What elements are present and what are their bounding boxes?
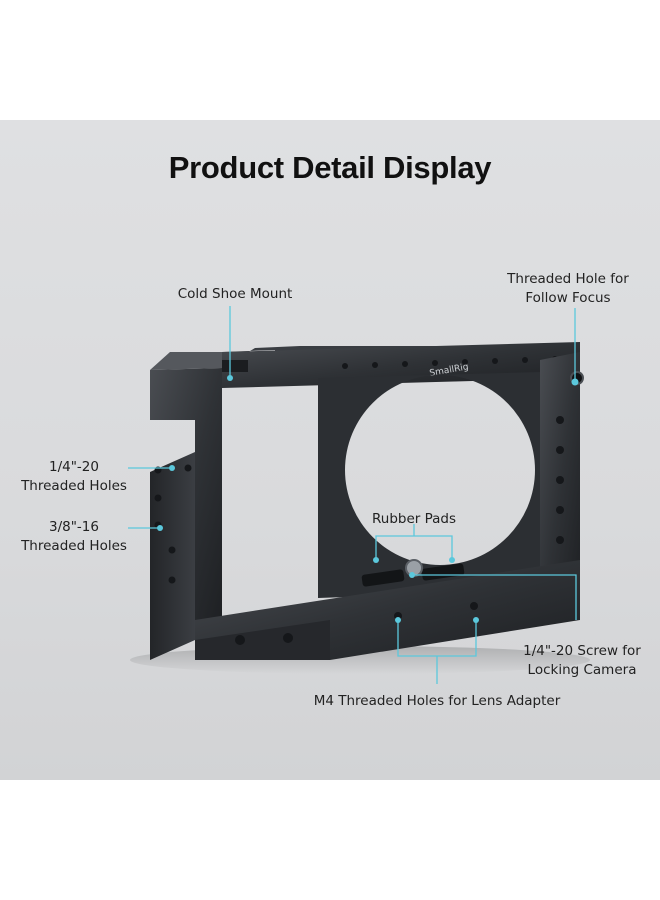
base-holes — [235, 602, 478, 645]
product-panel: Product Detail Display — [0, 120, 660, 780]
callout-dots — [157, 375, 579, 623]
inner-ring-frame — [318, 372, 540, 598]
left-upright — [150, 368, 222, 640]
label-follow-focus-hole: Threaded Hole for Follow Focus — [507, 271, 629, 306]
label-quarter-inch-holes: 1/4"-20 Threaded Holes — [21, 459, 127, 494]
top-bar-holes — [342, 356, 558, 369]
camera-cage-illustration: SmallRig — [128, 306, 590, 684]
rubber-pad-left — [361, 569, 405, 587]
label-cold-shoe-mount: Cold Shoe Mount — [177, 286, 293, 302]
label-locking-screw: 1/4"-20 Screw for Locking Camera — [523, 643, 641, 678]
rubber-pad-right — [421, 563, 465, 581]
callout-lines — [128, 306, 577, 684]
label-three-eighths-holes: 3/8"-16 Threaded Holes — [21, 519, 127, 554]
cold-shoe-slot — [222, 360, 248, 372]
right-upright — [540, 352, 580, 620]
left-side-holes — [154, 464, 192, 584]
label-m4-threaded-holes: M4 Threaded Holes for Lens Adapter — [313, 693, 561, 709]
label-rubber-pads: Rubber Pads — [371, 511, 457, 527]
page-title: Product Detail Display — [168, 150, 492, 185]
left-side-plate — [150, 452, 195, 660]
